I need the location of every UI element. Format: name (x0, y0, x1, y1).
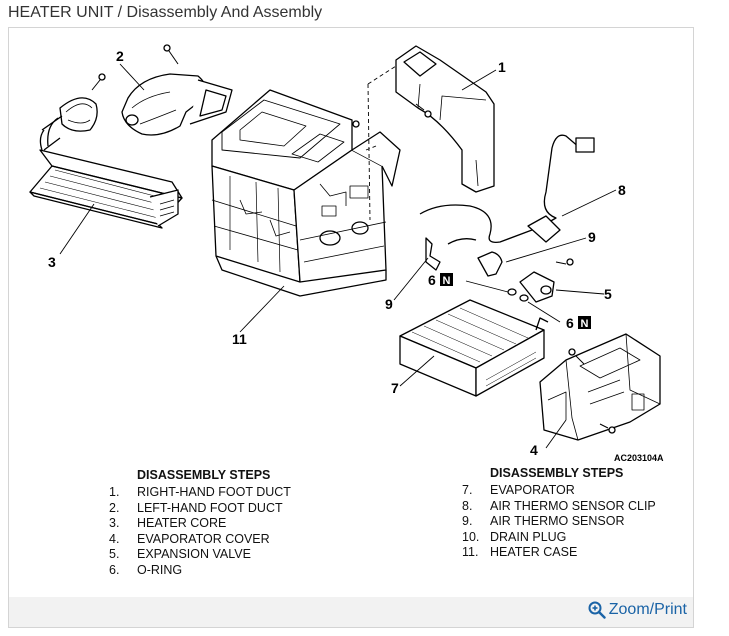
new-part-mark-lower: N (578, 316, 591, 330)
heater-core-part (29, 97, 183, 229)
step-label: RIGHT-HAND FOOT DUCT (137, 485, 291, 499)
callout-labels: 2 1 3 8 9 6 5 9 6 11 7 4 AC203104A (48, 48, 664, 463)
step-label: DRAIN PLUG (490, 529, 567, 544)
step-number: 10. (462, 529, 480, 544)
step-number: 7. (462, 483, 473, 497)
step-number: 4. (109, 531, 120, 546)
evaporator-part (399, 299, 549, 397)
drain-plug-part (477, 251, 503, 277)
step-label: HEATER CORE (137, 516, 227, 531)
drawing-code: AC203104A (614, 453, 664, 463)
exploded-diagram: 2 1 3 8 9 6 5 9 6 11 7 4 AC203104A N N (29, 44, 664, 463)
leader-lines (59, 63, 617, 449)
callout-3: 3 (48, 254, 56, 270)
svg-text:N: N (443, 275, 451, 287)
step-number: 6. (109, 562, 120, 577)
callout-8: 9 (385, 296, 393, 312)
step-item: 8. AIR THERMO SENSOR CLIP (462, 499, 656, 515)
right-foot-duct-part (395, 45, 495, 193)
callout-5: 5 (604, 286, 612, 302)
step-item: 10. DRAIN PLUG (462, 530, 656, 546)
step-item: 4. EVAPORATOR COVER (109, 532, 291, 548)
step-label: EVAPORATOR COVER (137, 531, 270, 546)
callout-1: 1 (498, 59, 506, 75)
disassembly-steps-left: DISASSEMBLY STEPS 1. RIGHT-HAND FOOT DUCT… (109, 468, 291, 579)
callout-9: 8 (618, 182, 626, 198)
step-number: 2. (109, 500, 120, 515)
steps-heading: DISASSEMBLY STEPS (490, 466, 624, 480)
callout-2: 2 (116, 48, 124, 64)
left-foot-duct-part (121, 73, 233, 136)
step-item: 9. AIR THERMO SENSOR (462, 514, 656, 530)
air-thermo-sensor-part (419, 134, 595, 245)
callout-6-lower: 6 (566, 315, 574, 331)
magnifier-plus-icon (588, 601, 606, 619)
step-label: HEATER CASE (490, 545, 578, 560)
zoom-print-link[interactable]: Zoom/Print (588, 601, 687, 619)
step-item: 5. EXPANSION VALVE (109, 547, 291, 563)
step-number: 3. (109, 516, 120, 531)
step-label: EVAPORATOR (490, 483, 575, 497)
page-title: HEATER UNIT / Disassembly And Assembly (8, 4, 323, 21)
sensor-clip-part (425, 237, 441, 271)
step-label: O-RING (137, 562, 183, 577)
step-item: 2. LEFT-HAND FOOT DUCT (109, 501, 291, 517)
steps-heading: DISASSEMBLY STEPS (137, 468, 271, 482)
step-label: EXPANSION VALVE (137, 547, 251, 562)
step-item: 3. HEATER CORE (109, 516, 291, 532)
disassembly-steps-right: DISASSEMBLY STEPS 7. EVAPORATOR 8. AIR THE… (462, 466, 656, 561)
step-item: 1. RIGHT-HAND FOOT DUCT (109, 485, 291, 501)
evaporator-cover-part (539, 333, 661, 441)
heater-case-part (211, 89, 401, 297)
step-number: 11. (462, 545, 479, 560)
callout-10: 9 (588, 229, 596, 245)
callout-7: 7 (391, 380, 399, 396)
svg-text:N: N (581, 318, 589, 330)
step-number: 8. (462, 498, 473, 513)
step-label: AIR THERMO SENSOR (490, 514, 625, 529)
step-item: 6. O-RING (109, 563, 291, 579)
step-label: AIR THERMO SENSOR CLIP (490, 498, 656, 513)
footer-bar: Zoom/Print (9, 597, 693, 627)
step-item: 11. HEATER CASE (462, 545, 656, 561)
step-number: 9. (462, 514, 473, 529)
expansion-valve-part (519, 261, 567, 303)
callout-4: 4 (530, 442, 538, 458)
callout-11: 11 (232, 331, 247, 347)
callout-6-upper: 6 (428, 272, 436, 288)
zoom-print-label[interactable]: Zoom/Print (608, 601, 687, 618)
step-item: 7. EVAPORATOR (462, 483, 656, 499)
step-number: 5. (109, 547, 120, 562)
new-part-mark-upper: N (440, 273, 453, 287)
step-label: LEFT-HAND FOOT DUCT (137, 500, 283, 515)
step-number: 1. (109, 485, 120, 499)
